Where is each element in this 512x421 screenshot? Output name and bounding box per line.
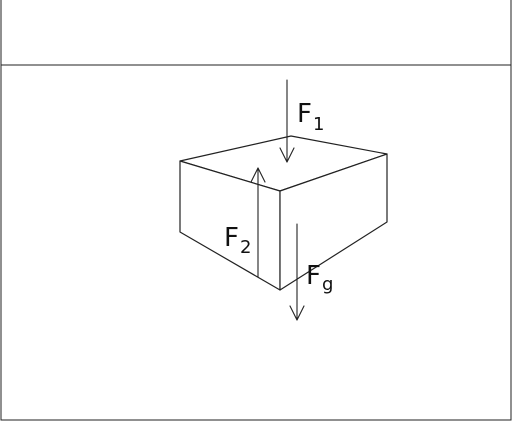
force-arrow-f2 [250,167,266,278]
label-f2: F 2 [224,223,251,258]
label-fg-symbol: F [306,261,321,291]
label-f2-symbol: F [224,223,239,253]
label-f1-subscript: 1 [313,114,324,135]
top-panel-frame [0,0,512,66]
force-arrow-fg [289,223,305,321]
block-right-face [279,153,388,291]
label-f2-subscript: 2 [240,237,251,258]
label-fg-subscript: g [322,274,333,295]
main-panel-frame [0,64,512,421]
label-f1: F 1 [297,99,324,135]
label-fg: F g [306,261,333,295]
label-f1-symbol: F [297,99,312,129]
block [179,135,388,291]
force-arrow-f1 [279,79,295,163]
